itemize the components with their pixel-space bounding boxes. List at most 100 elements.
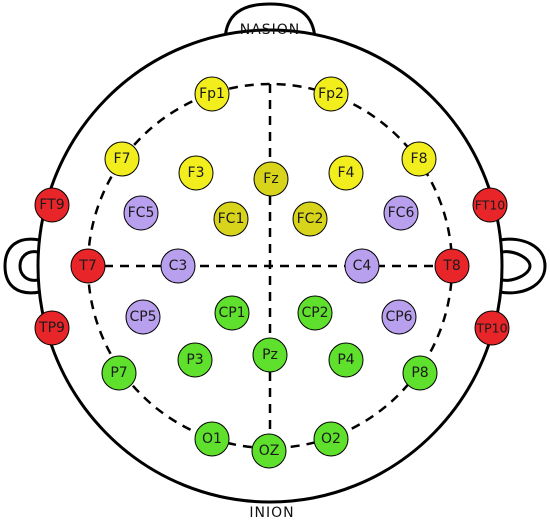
electrode-label: T7 [78, 258, 96, 274]
nose-outline [223, 2, 317, 41]
electrode-p8: P8 [402, 355, 438, 391]
electrode-cp2: CP2 [297, 295, 333, 331]
electrode-marker [344, 248, 380, 284]
electrode-label: CP1 [218, 305, 245, 321]
electrode-marker [297, 295, 333, 331]
electrode-c3: C3 [160, 248, 196, 284]
inion-label: INION [249, 505, 294, 521]
electrode-t7: T7 [70, 248, 106, 284]
electrode-fz: Fz [253, 161, 289, 197]
electrode-p3: P3 [177, 342, 213, 378]
electrode-f8: F8 [401, 141, 437, 177]
electrode-marker [125, 299, 161, 335]
electrode-c4: C4 [344, 248, 380, 284]
electrode-marker [34, 187, 70, 223]
electrode-oz: OZ [251, 433, 287, 469]
electrode-label: FC1 [218, 211, 245, 227]
electrode-label: CP5 [129, 309, 156, 325]
electrode-label: TP9 [38, 320, 65, 336]
electrode-marker [472, 187, 508, 223]
electrode-label: O1 [202, 431, 222, 447]
right-ear [499, 237, 547, 295]
electrode-f3: F3 [178, 155, 214, 191]
electrode-marker [104, 141, 140, 177]
electrode-marker [313, 76, 349, 112]
electrode-label: F7 [114, 151, 131, 167]
electrode-marker [194, 421, 230, 457]
electrode-o2: O2 [313, 421, 349, 457]
electrode-label: CP6 [385, 309, 412, 325]
electrode-label: CP2 [301, 305, 328, 321]
electrode-ft10: FT10 [472, 187, 508, 223]
electrode-cp6: CP6 [381, 299, 417, 335]
electrode-fp1: Fp1 [194, 76, 230, 112]
electrode-marker [474, 310, 510, 346]
electrode-label: Fp1 [199, 86, 225, 102]
electrode-label: P3 [186, 352, 203, 368]
electrode-label: OZ [259, 443, 280, 459]
electrode-label: Fz [263, 171, 278, 187]
electrode-cp1: CP1 [214, 295, 250, 331]
electrode-marker [70, 248, 106, 284]
electrode-marker [160, 248, 196, 284]
left-ear [3, 237, 41, 295]
electrode-marker [434, 248, 470, 284]
electrode-pz: Pz [252, 337, 288, 373]
electrode-marker [213, 201, 249, 237]
electrode-label: F8 [411, 151, 428, 167]
electrode-marker [383, 195, 419, 231]
electrode-label: C4 [353, 258, 372, 274]
electrode-fc6: FC6 [383, 195, 419, 231]
electrode-marker [194, 76, 230, 112]
electrode-label: F4 [338, 165, 355, 181]
electrode-marker [252, 337, 288, 373]
electrode-f7: F7 [104, 141, 140, 177]
electrode-label: FT10 [475, 198, 506, 213]
electrode-label: FT9 [39, 197, 64, 213]
electrode-marker [177, 342, 213, 378]
electrode-label: Fp2 [318, 86, 344, 102]
electrode-marker [214, 295, 250, 331]
electrode-label: P4 [337, 352, 354, 368]
electrode-fc2: FC2 [292, 201, 328, 237]
electrode-label: FC6 [388, 205, 415, 221]
electrode-ft9: FT9 [34, 187, 70, 223]
electrode-label: P7 [110, 365, 127, 381]
electrode-p4: P4 [328, 342, 364, 378]
electrode-marker [328, 342, 364, 378]
electrode-label: F3 [188, 165, 205, 181]
electrode-marker [123, 195, 159, 231]
nasion-label: NASION [240, 22, 301, 38]
electrode-marker [253, 161, 289, 197]
electrode-tp10: TP10 [474, 310, 510, 346]
electrode-o1: O1 [194, 421, 230, 457]
electrode-t8: T8 [434, 248, 470, 284]
electrode-fp2: Fp2 [313, 76, 349, 112]
electrode-p7: P7 [101, 355, 137, 391]
electrode-label: O2 [321, 431, 341, 447]
electrode-marker [101, 355, 137, 391]
electrode-marker [381, 299, 417, 335]
electrode-label: Pz [262, 347, 278, 363]
electrode-marker [34, 310, 70, 346]
electrode-fc1: FC1 [213, 201, 249, 237]
electrode-marker [313, 421, 349, 457]
electrode-marker [251, 433, 287, 469]
electrode-fc5: FC5 [123, 195, 159, 231]
electrode-cp5: CP5 [125, 299, 161, 335]
electrode-label: TP10 [475, 321, 507, 336]
electrode-label: P8 [411, 365, 428, 381]
electrode-f4: F4 [328, 155, 364, 191]
electrode-marker [328, 155, 364, 191]
electrode-marker [178, 155, 214, 191]
electrode-marker [292, 201, 328, 237]
electrode-marker [402, 355, 438, 391]
electrode-label: FC5 [128, 205, 155, 221]
electrode-tp9: TP9 [34, 310, 70, 346]
electrode-label: C3 [169, 258, 188, 274]
electrode-label: FC2 [297, 211, 324, 227]
electrode-marker [401, 141, 437, 177]
electrode-label: T8 [442, 258, 460, 274]
